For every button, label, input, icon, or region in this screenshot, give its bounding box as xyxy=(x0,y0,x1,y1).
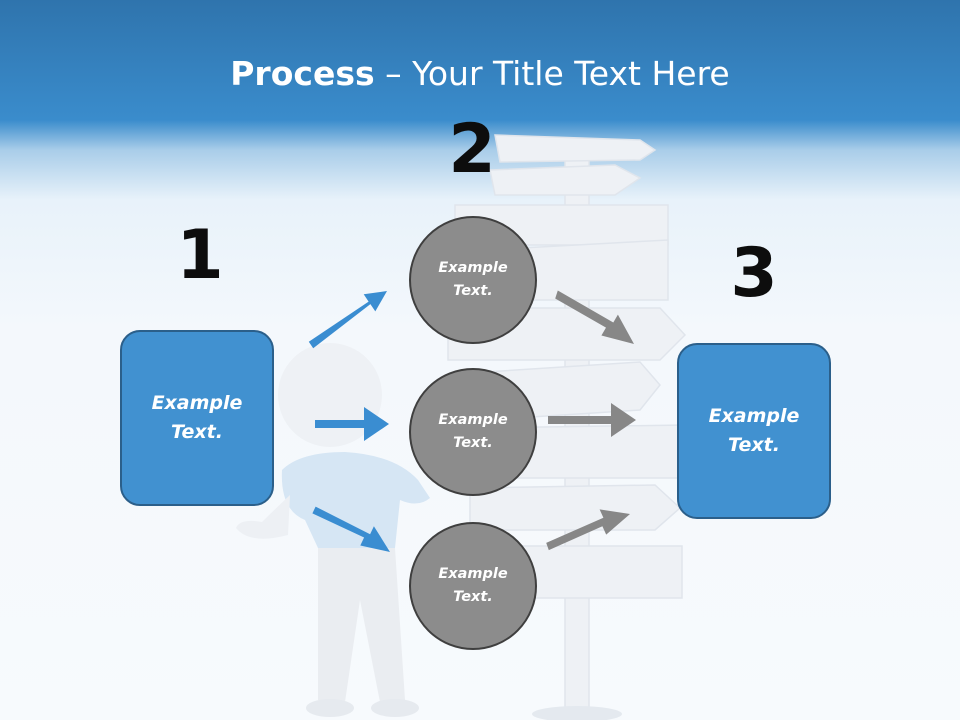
circle-middle-label: Example Text. xyxy=(438,412,508,451)
signpost-sign xyxy=(494,134,657,163)
arrow-down-right-blue xyxy=(312,506,390,552)
left-box-label: Example Text. xyxy=(151,392,243,443)
signpost-base xyxy=(532,706,622,720)
circle-top-label: Example Text. xyxy=(438,260,508,299)
right-text-box[interactable]: Example Text. xyxy=(677,343,831,519)
circle-step-middle[interactable]: Example Text. xyxy=(409,368,537,496)
step-number-1: 1 xyxy=(176,216,224,295)
figure-arm xyxy=(236,495,290,539)
figure-torso xyxy=(281,452,430,548)
arrow-up-right-gray xyxy=(546,509,630,551)
title-bold: Process xyxy=(230,54,375,93)
figure-legs xyxy=(318,548,405,702)
step-number-3: 3 xyxy=(730,234,778,313)
right-box-label: Example Text. xyxy=(708,405,800,456)
slide-title: Process – Your Title Text Here xyxy=(0,52,960,96)
signpost-sign xyxy=(489,164,642,196)
step-number-2: 2 xyxy=(448,110,496,189)
figure-foot xyxy=(306,699,354,717)
arrow-right-blue xyxy=(315,407,389,441)
title-rest: – Your Title Text Here xyxy=(374,54,730,93)
circle-step-bottom[interactable]: Example Text. xyxy=(409,522,537,650)
circle-step-top[interactable]: Example Text. xyxy=(409,216,537,344)
figure-foot xyxy=(371,699,419,717)
circle-bottom-label: Example Text. xyxy=(438,566,508,605)
arrow-down-right-gray xyxy=(555,290,634,344)
arrow-up-right-blue xyxy=(308,291,387,349)
left-text-box[interactable]: Example Text. xyxy=(120,330,274,506)
arrow-right-gray xyxy=(548,403,636,437)
figure-illustration xyxy=(236,343,430,717)
